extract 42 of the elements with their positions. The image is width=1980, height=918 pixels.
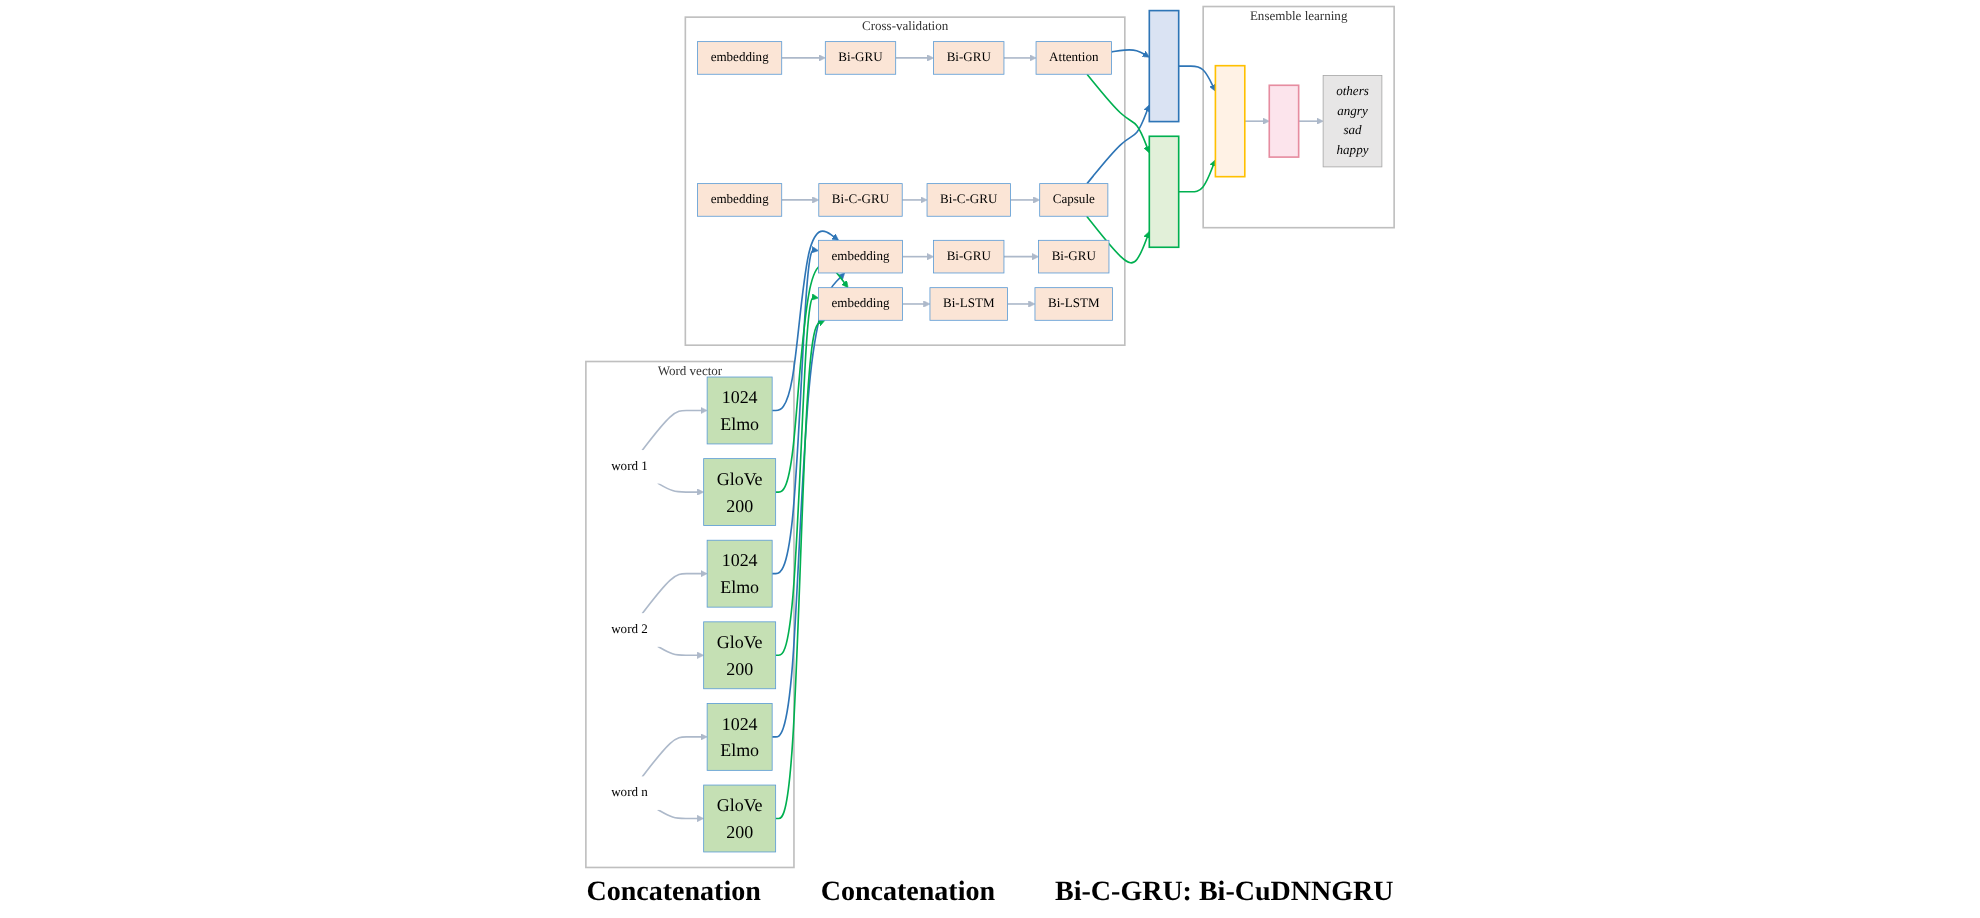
arrow (774, 319, 826, 820)
arrow (1177, 65, 1216, 92)
arrow (1086, 73, 1151, 154)
arrow (1177, 159, 1217, 193)
embedding-box: 1024 Elmo (706, 539, 773, 608)
embedding-box: GloVe 200 (703, 458, 777, 526)
classifier-box (1268, 84, 1300, 158)
arrow (656, 482, 704, 496)
arrow (656, 645, 704, 659)
arrow (894, 54, 934, 62)
arrow (641, 733, 708, 778)
arrow (1243, 117, 1270, 125)
arrow (901, 196, 928, 204)
arrow (641, 406, 708, 452)
arrow (780, 196, 820, 204)
arrow (1086, 104, 1151, 185)
arrow (774, 263, 849, 493)
arrow (1297, 117, 1324, 125)
arrow (641, 570, 708, 615)
arrow (1110, 49, 1150, 58)
arrow (1009, 196, 1040, 204)
arrow (901, 253, 934, 261)
arrow (771, 246, 819, 575)
arrow (1006, 300, 1036, 308)
arrow (1003, 253, 1039, 261)
arrow (774, 293, 819, 657)
embedding-box: 1024 Elmo (706, 376, 773, 445)
embedding-box: GloVe 200 (703, 784, 777, 853)
arrow (1003, 54, 1037, 62)
vector-bar (1148, 135, 1180, 249)
arrow (656, 808, 704, 823)
arrow (780, 54, 826, 62)
embedding-box: GloVe 200 (703, 621, 777, 690)
arrow (1085, 215, 1151, 264)
note-text: Bi-C-GRU: Bi-CuDNNGRU (1055, 878, 1394, 910)
vector-bar (1214, 64, 1246, 178)
embedding-box: 1024 Elmo (706, 703, 773, 771)
note-text: Concatenation (820, 878, 996, 910)
vector-bar (1148, 9, 1180, 123)
arrow (771, 230, 839, 412)
arrow (901, 300, 931, 308)
note-text: Concatenation (586, 878, 761, 910)
